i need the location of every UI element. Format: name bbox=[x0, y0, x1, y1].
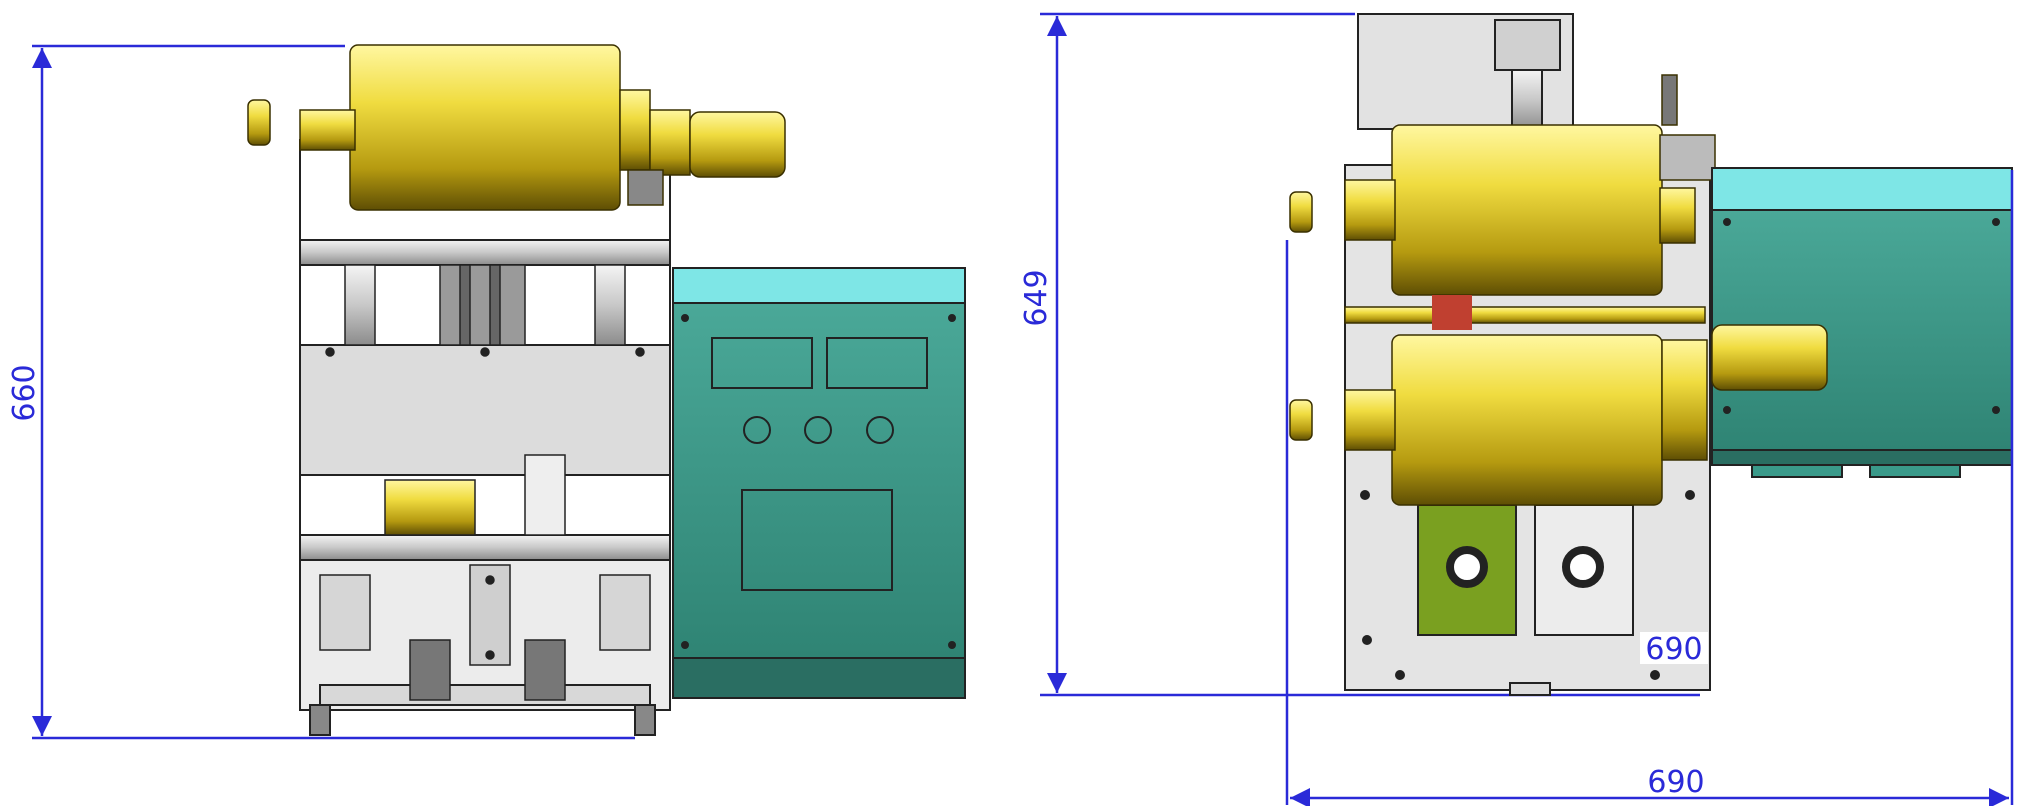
pneumatic-cylinders bbox=[344, 264, 626, 346]
top-lower-roller bbox=[1289, 334, 1708, 506]
depth-dimension bbox=[1040, 12, 1700, 697]
top-cabinet bbox=[1711, 167, 2013, 478]
top-motor bbox=[1711, 324, 1828, 391]
width-dimension-label: 690 bbox=[1647, 765, 1704, 800]
height-dimension-label: 660 bbox=[7, 364, 42, 421]
inner-dimension-label: 690 bbox=[1645, 632, 1702, 667]
top-shaft bbox=[1344, 306, 1706, 324]
width-dimension bbox=[1285, 170, 2014, 806]
top-upper-roller bbox=[1289, 74, 1716, 296]
depth-dimension-label: 649 bbox=[1019, 269, 1054, 326]
top-view: 649 bbox=[1019, 12, 2014, 806]
red-block bbox=[1432, 295, 1472, 330]
lower-mechanism bbox=[319, 347, 651, 701]
outlets bbox=[1446, 546, 1604, 588]
control-cabinet bbox=[672, 267, 966, 699]
front-roller bbox=[247, 44, 786, 211]
height-dimension bbox=[32, 44, 635, 740]
inner-label-bg bbox=[1640, 632, 1708, 664]
front-view: 660 bbox=[7, 44, 966, 740]
